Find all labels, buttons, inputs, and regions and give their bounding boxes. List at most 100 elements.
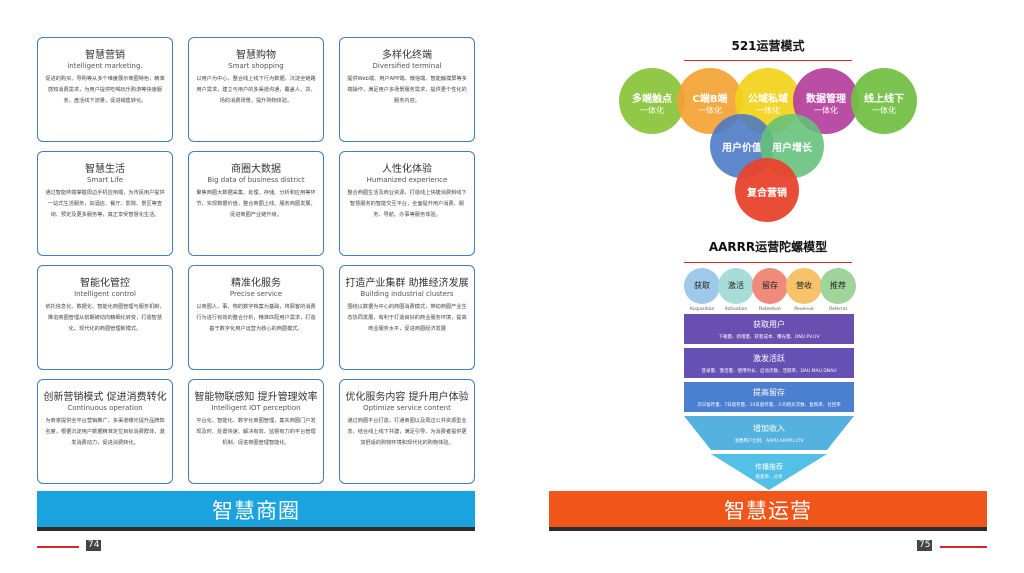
feature-card: 人性化体验 Humanized experience 整合商圈生活及商业资源，打… — [339, 151, 475, 256]
funnel-title-0: 获取用户 — [753, 319, 785, 329]
circle-subtitle: 一体化 — [756, 106, 780, 115]
feature-card: 多样化终端 Diversified terminal 提供Web端、用户APP端… — [339, 37, 475, 142]
card-description: 促进的购买、导购等从多个维度展示商圈特色，精准感知消费需求，为用户提供吃喝玩乐购… — [45, 76, 165, 104]
section-banner: 智慧运营 — [549, 491, 987, 531]
circle-subtitle: 一体化 — [640, 106, 664, 115]
circle-subtitle: 一体化 — [872, 106, 896, 115]
feature-card: 创新营销模式 促进消费转化 Continuous operation 为商家提供… — [37, 379, 173, 484]
card-title: 创新营销模式 促进消费转化 — [43, 392, 167, 403]
circle-title: 线上线下 — [864, 94, 904, 105]
funnel-title-2: 提高留存 — [753, 387, 785, 397]
feature-card: 优化服务内容 提升用户体验 Optimize service content 通… — [339, 379, 475, 484]
circle-title: 数据管理 — [806, 94, 846, 105]
funnel-layer-retain — [684, 382, 854, 412]
stage-english: Activation — [724, 307, 748, 312]
card-title: 商圈大数据 — [231, 164, 281, 175]
title-underline — [684, 60, 852, 61]
stage-retention: 留存 — [752, 268, 788, 304]
feature-card: 智慧生活 Smart Life 通过智能终端掌握周边手机应用端，为市民用户提供一… — [37, 151, 173, 256]
funnel-detail-4: 裂变率、分享 — [756, 473, 783, 480]
circle-title: 公域私域 — [748, 94, 788, 105]
stage-label: 推荐 — [830, 281, 846, 290]
card-subtitle: intelligent marketing. — [67, 62, 143, 70]
feature-card: 智慧营销 intelligent marketing. 促进的购买、导购等从多个… — [37, 37, 173, 142]
funnel-title-4: 传播推荐 — [755, 462, 783, 471]
circle-online-offline: 线上线下 一体化 — [851, 68, 917, 134]
card-subtitle: Optimize service content — [363, 404, 451, 412]
card-description: 平台化、智能化、数字化商圈管理，集实商圈门户发现及时、处置快速、解决有效、监督有… — [196, 418, 316, 446]
page-rule — [940, 546, 987, 548]
card-subtitle: Smart shopping — [228, 62, 284, 70]
feature-card: 打造产业集群 助推经济发展 Building industrial cluste… — [339, 265, 475, 370]
card-title: 智慧营销 — [85, 50, 125, 61]
feature-card: 精准化服务 Precise service 以商圈人、事、物的数字档案为基础，将… — [188, 265, 324, 370]
circle-multi-touchpoint: 多端触点 一体化 — [619, 68, 685, 134]
card-title: 智慧生活 — [85, 164, 125, 175]
card-title: 智能物联感知 提升管理效率 — [194, 392, 318, 403]
funnel-layer-activate — [684, 348, 854, 378]
stage-label: 营收 — [796, 281, 812, 290]
card-subtitle: Humanized experience — [366, 176, 448, 184]
feature-card: 商圈大数据 Big data of business district 聚焦商圈… — [188, 151, 324, 256]
stage-activation: 激活 — [718, 268, 754, 304]
left-page: 智慧营销 intelligent marketing. 促进的购买、导购等从多个… — [37, 37, 475, 551]
card-title: 多样化终端 — [382, 50, 432, 61]
stage-label: 激活 — [728, 281, 744, 290]
card-description: 以用户为中心，整合线上线下行为数据，沉淀全链路用户需求，建立与用户的多渠道沟通，… — [196, 76, 316, 104]
card-description: 通过智能终端掌握周边手机应用端，为市民用户提供一站式生活服务，如酒店、餐厅、影院… — [45, 190, 165, 218]
stage-english: Revenue — [794, 307, 814, 312]
funnel-title: AARRR运营陀螺模型 — [708, 240, 828, 254]
page-number-value: 74 — [86, 540, 102, 551]
circle-title: 复合营销 — [747, 188, 787, 199]
card-title: 智能化管控 — [80, 278, 130, 289]
stage-referral: 推荐 — [820, 268, 856, 304]
section-banner-title: 智慧商圈 — [212, 499, 300, 523]
right-page: 521运营模式 多端触点 一体化 C端B端 一体化 公域私域 一体化 数据管理 … — [512, 0, 1024, 573]
card-title: 人性化体验 — [382, 164, 432, 175]
circle-subtitle: 一体化 — [814, 106, 838, 115]
section-banner-title: 智慧运营 — [724, 499, 812, 523]
funnel-title-3: 增加收入 — [753, 423, 785, 433]
card-subtitle: Continuous operation — [67, 404, 143, 412]
funnel-detail-2: 次日留存量、7日留存量、14日留存量、人均购买次数、复购率、召回率 — [697, 401, 841, 408]
funnel-detail-1: 登录量、激活量、使用时长、启动次数、活跃率、DAU.MAU.DNAU — [701, 367, 836, 374]
stage-english: Retention — [759, 307, 781, 312]
circle-title: 用户增长 — [772, 143, 812, 154]
card-description: 聚焦商圈大数据采集、处理、存储、分析和应用等环节，实现数据价值，整合商圈上线、服… — [196, 190, 316, 218]
card-description: 整合商圈生活及商业资源，打造线上快捷消费和线下智慧服务的智能交互平台，全面提升用… — [347, 190, 467, 218]
card-description: 依托信息化、数据化、智能化商圈管理与服务机制，推进商圈管理从前期被动向精细化转变… — [45, 304, 165, 332]
card-subtitle: Precise service — [229, 290, 283, 298]
card-subtitle: Big data of business district — [207, 176, 305, 184]
page-number: 75 — [917, 540, 933, 551]
aarrr-funnel: 获取用户 下载量、新增量、获客成本、曝光量、DNU.PV.UV 激发活跃 登录量… — [684, 314, 854, 490]
card-title: 智慧购物 — [236, 50, 276, 61]
stage-label: 留存 — [762, 281, 778, 290]
page-rule — [37, 546, 79, 548]
page-number-value: 75 — [917, 540, 933, 551]
circle-title: 用户价值 — [722, 143, 762, 154]
card-title: 优化服务内容 提升用户体验 — [345, 392, 469, 403]
card-subtitle: Intelligent IOT perception — [211, 404, 301, 412]
circle-subtitle: 一体化 — [698, 106, 722, 115]
funnel-underline — [684, 262, 852, 263]
model-title: 521运营模式 — [731, 39, 805, 53]
card-title: 精准化服务 — [231, 278, 281, 289]
funnel-title-1: 激发活跃 — [753, 353, 785, 363]
card-description: 提供Web端、用户APP端、微信端、智能触摸屏等多端操作，满足用户多场景服务需求… — [347, 76, 467, 104]
stage-english: Acquisition — [689, 307, 715, 312]
card-subtitle: Building industrial clusters — [360, 290, 454, 298]
circle-title: C端B端 — [692, 94, 728, 105]
card-description: 以商圈人、事、物的数字档案为基础，将顾客的消费行为进行有效的整合分析，精准匹配用… — [196, 304, 316, 332]
card-description: 为商家提供全平台营销推广，多渠道曝光提升品牌知名度，根据沉淀用户数据精准定位目标… — [45, 418, 165, 446]
feature-card: 智能物联感知 提升管理效率 Intelligent IOT perception… — [188, 379, 324, 484]
card-subtitle: Diversified terminal — [372, 62, 442, 70]
stage-english: Referral — [829, 307, 847, 312]
circle-title: 多端触点 — [632, 94, 672, 105]
card-description: 围绕以数据为中心的商圈消费模式，带动商圈产业生态协同发展，有利于打造良好的商业服… — [347, 304, 467, 332]
funnel-detail-3: 消费用户比例、ARPU.ARPPU.LTV — [734, 437, 804, 444]
stage-acquisition: 获取 — [684, 268, 720, 304]
stage-revenue: 营收 — [786, 268, 822, 304]
card-subtitle: Intelligent control — [74, 290, 136, 298]
feature-card: 智能化管控 Intelligent control 依托信息化、数据化、智能化商… — [37, 265, 173, 370]
funnel-detail-0: 下载量、新增量、获客成本、曝光量、DNU.PV.UV — [718, 333, 820, 340]
